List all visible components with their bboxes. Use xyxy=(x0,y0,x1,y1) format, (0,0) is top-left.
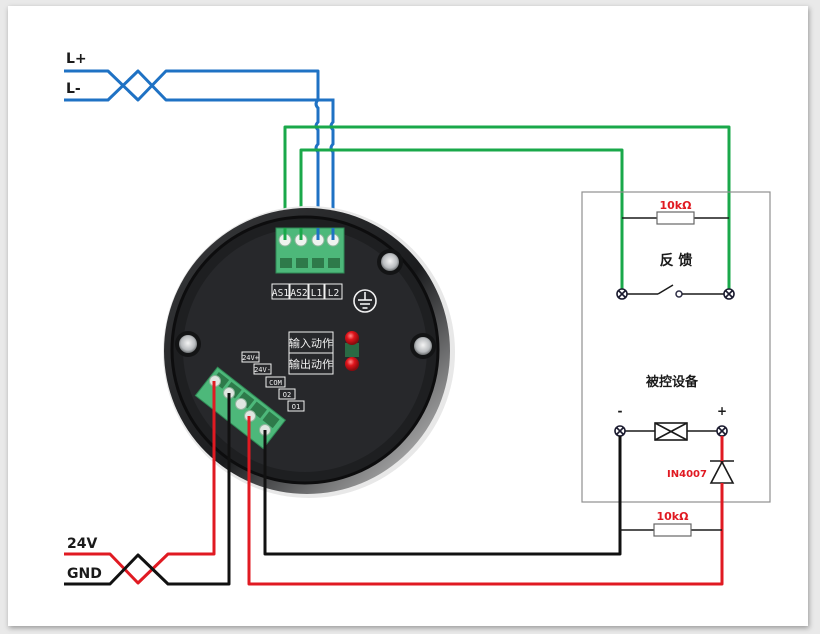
label-input-action: 输入动作 xyxy=(289,336,333,350)
terminal-label-o1: O1 xyxy=(292,403,300,411)
controller-device: AS1 AS2 L1 L2 输入动作 输出动作 xyxy=(163,206,455,498)
top-terminal-labels xyxy=(271,283,343,300)
label-plus: + xyxy=(717,404,727,418)
terminal-label-as1: AS1 xyxy=(272,288,289,299)
external-resistor-label: 10kΩ xyxy=(657,510,690,523)
terminal-feedback-left xyxy=(616,288,628,300)
bolt-left xyxy=(175,331,201,357)
label-minus: - xyxy=(618,404,623,418)
wire-gnd xyxy=(64,395,231,586)
wire-l-plus xyxy=(64,69,320,102)
controlled-device-title: 被控设备 xyxy=(645,374,699,390)
bolt-right xyxy=(410,333,436,359)
green-wires xyxy=(283,125,731,293)
diode-label: IN4007 xyxy=(667,469,707,480)
feedback-resistor-label: 10kΩ xyxy=(660,199,693,212)
terminal-label-l2: L2 xyxy=(328,288,339,299)
ground-icon xyxy=(353,289,377,313)
terminal-label-24v-plus: 24V+ xyxy=(242,354,259,362)
terminal-load-plus xyxy=(716,425,728,437)
label-l-minus: L- xyxy=(66,81,81,97)
wire-terminal-ends xyxy=(212,228,335,500)
wire-l-minus xyxy=(64,69,316,102)
feedback-switch xyxy=(627,284,724,298)
top-terminal-screws xyxy=(278,233,340,247)
led-mount xyxy=(345,343,359,357)
wire-as2 xyxy=(299,148,624,293)
external-resistor-body xyxy=(653,523,692,537)
box-wire-segments xyxy=(618,436,724,584)
label-l-plus: L+ xyxy=(66,51,87,67)
terminal-load-minus xyxy=(614,425,626,437)
load-box-icon xyxy=(654,422,688,441)
led-input-action xyxy=(345,331,359,345)
indicator-label-box xyxy=(288,331,334,375)
diode-icon xyxy=(709,460,735,484)
controlled-device-section: 被控设备 - + IN4007 xyxy=(614,374,735,484)
terminal-label-com: COM xyxy=(269,379,282,387)
feedback-title: 反 馈 xyxy=(660,252,693,269)
label-gnd: GND xyxy=(67,566,102,582)
label-output-action: 输出动作 xyxy=(289,357,333,371)
feedback-section: 10kΩ 反 馈 xyxy=(616,199,735,300)
signal-twisted-pair xyxy=(64,69,320,102)
bolt-top-right xyxy=(377,249,403,275)
label-24v: 24V xyxy=(67,536,97,552)
external-resistor: 10kΩ xyxy=(620,510,722,537)
terminal-label-24v-minus: 24V- xyxy=(254,366,271,374)
terminal-label-as2: AS2 xyxy=(290,288,307,299)
bottom-terminal-labels xyxy=(241,351,305,412)
led-output-action xyxy=(345,357,359,371)
screw-com-unused[interactable] xyxy=(235,398,247,410)
power-twisted-pair xyxy=(64,382,231,586)
terminal-label-l1: L1 xyxy=(311,288,323,299)
terminal-feedback-right xyxy=(723,288,735,300)
terminal-label-o2: O2 xyxy=(283,391,291,399)
feedback-resistor xyxy=(656,211,695,225)
external-equipment-box xyxy=(581,191,771,503)
wire-as1 xyxy=(283,125,731,293)
